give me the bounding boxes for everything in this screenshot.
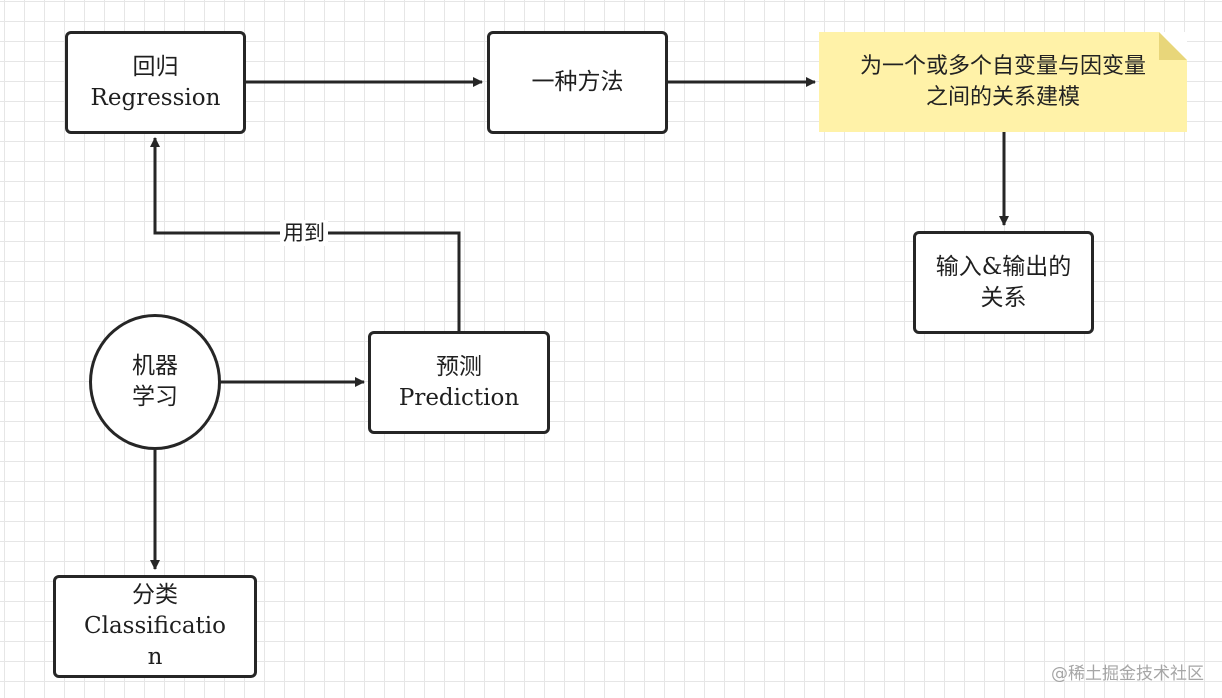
note-definition[interactable]: 为一个或多个自变量与因变量 之间的关系建模 [819,32,1187,132]
node-prediction[interactable]: 预测 Prediction [368,331,550,434]
node-regression[interactable]: 回归 Regression [65,31,246,134]
edge-label-uses: 用到 [280,220,328,246]
note-line-2: 之间的关系建模 [925,85,1080,110]
node-regression-title: 回归 [132,53,179,80]
node-prediction-subtitle: Prediction [398,384,520,411]
node-classification-subtitle-1: Classificatio [83,613,226,639]
note-line-1: 为一个或多个自变量与因变量 [859,54,1146,79]
node-method[interactable]: 一种方法 [487,31,668,134]
node-machine-learning[interactable]: 机器 学习 [89,314,221,450]
note-fold-corner [1159,32,1187,60]
node-machine-learning-line-1: 机器 [132,353,178,379]
node-classification-subtitle-2: n [147,644,163,670]
watermark: @稀土掘金技术社区 [1051,664,1204,684]
node-method-label: 一种方法 [531,69,624,95]
node-input-output-line-1: 输入&输出的 [935,253,1072,280]
node-prediction-title: 预测 [436,353,482,380]
node-input-output-line-2: 关系 [980,284,1027,311]
node-regression-subtitle: Regression [90,84,221,111]
node-classification-title: 分类 [132,582,178,608]
node-machine-learning-line-2: 学习 [132,384,178,410]
node-classification[interactable]: 分类 Classificatio n [53,575,257,678]
node-input-output[interactable]: 输入&输出的 关系 [913,231,1094,334]
